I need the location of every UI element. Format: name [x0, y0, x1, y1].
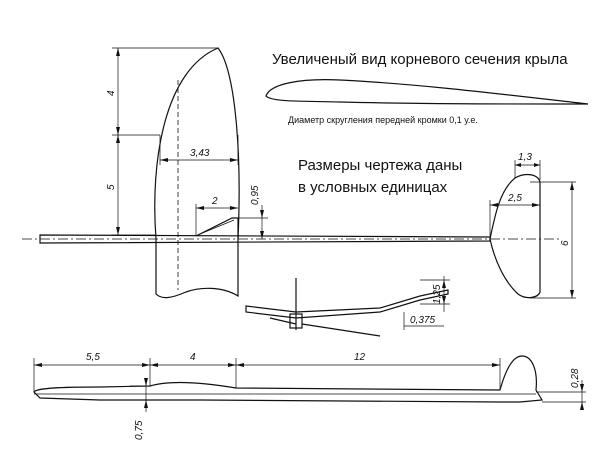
side-view: 5,5 4 12 0,28 0,75: [33, 352, 586, 440]
dim-stab-root: 2,5: [507, 193, 522, 204]
dim-wing-span-outer: 4: [106, 90, 117, 96]
front-stab: [301, 323, 381, 337]
wing-outline: [154, 47, 240, 299]
airfoil-profile: [265, 79, 589, 105]
dim-pylon-height: 0,95: [250, 185, 261, 205]
pylon-outline: [195, 217, 239, 239]
top-view: [22, 47, 560, 299]
front-wing-half: [245, 289, 449, 319]
dim-side-wing: 4: [190, 352, 196, 363]
dim-fin-height: 0,28: [570, 368, 581, 388]
leading-edge-note: Диаметр скругления передней кромки 0,1 у…: [288, 115, 478, 125]
dim-wing-span-inner: 5: [106, 184, 117, 190]
front-fuselage: [289, 313, 303, 329]
units-note-line2: в условных единицах: [298, 179, 448, 196]
dim-wing-chord: 3,43: [190, 148, 210, 159]
front-stab-left: [269, 317, 297, 325]
top-view-dimensions: 4 5 3,43 2 0,95 1,3 2,5: [106, 47, 576, 299]
dim-stab-span: 6: [560, 240, 571, 246]
root-section: Увеличеный вид корневого сечения крыла Д…: [265, 51, 589, 196]
dim-side-nose: 5,5: [86, 352, 100, 363]
pylon-inner: [199, 219, 235, 235]
root-section-title: Увеличеный вид корневого сечения крыла: [272, 51, 568, 68]
front-view: 1,25 0,375: [245, 276, 450, 337]
dim-pylon-length: 2: [211, 196, 218, 207]
dim-dihedral-rise: 1,25: [432, 284, 443, 304]
dim-fuselage-depth: 0,75: [134, 420, 145, 440]
dim-dihedral-offset: 0,375: [410, 315, 435, 326]
side-fuselage: [33, 355, 544, 403]
dim-stab-chord: 1,3: [518, 152, 532, 163]
units-note-line1: Размеры чертежа даны: [298, 157, 462, 174]
dim-side-tail: 12: [354, 352, 366, 363]
